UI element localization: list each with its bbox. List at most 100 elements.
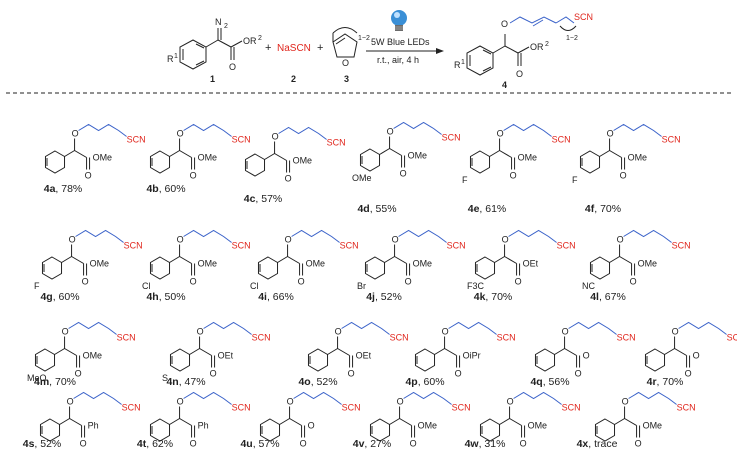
bond xyxy=(389,148,402,156)
ether-oxygen: O xyxy=(72,129,79,139)
bond xyxy=(289,418,302,426)
linker-chain xyxy=(393,121,442,135)
compound-label-4f: 4f, 70% xyxy=(585,203,621,215)
compound-id: 4m xyxy=(33,376,50,388)
compound-id: 4u xyxy=(240,438,253,450)
bond xyxy=(59,418,70,425)
compound-id: 4r xyxy=(646,376,657,388)
thiocyanate-label: SCN xyxy=(617,333,636,343)
ester-group: OMe xyxy=(83,351,103,361)
benzene-ring xyxy=(244,153,266,177)
compound-id: 4d xyxy=(357,203,370,215)
thiocyanate-label: SCN xyxy=(390,333,409,343)
ether-oxygen: O xyxy=(607,129,614,139)
benzene-ring xyxy=(479,418,501,442)
bond xyxy=(179,256,192,264)
bond xyxy=(274,153,287,161)
compound-label-4t: 4t, 62% xyxy=(137,438,173,450)
compound-yield: , 57% xyxy=(255,193,283,205)
bond xyxy=(609,256,620,263)
linker-chain xyxy=(293,391,342,405)
linker-chain xyxy=(73,391,122,405)
product-4-r1: R xyxy=(454,60,461,70)
compound-label-4u: 4u, 57% xyxy=(240,438,279,450)
ether-oxygen: O xyxy=(562,327,569,337)
compound-yield: , 52% xyxy=(310,376,338,388)
ester-group: Ph xyxy=(198,421,209,431)
compound-id: 4i xyxy=(258,291,267,303)
bond xyxy=(199,348,212,356)
carbonyl-oxygen: O xyxy=(630,277,637,287)
carbonyl-oxygen: O xyxy=(510,171,517,181)
compound-yield: , 56% xyxy=(542,376,570,388)
benzene-ring xyxy=(579,150,601,174)
bond xyxy=(554,348,565,355)
thiocyanate-label: SCN xyxy=(672,241,691,251)
compound-id: 4b xyxy=(146,183,159,195)
bond xyxy=(444,348,457,356)
benzene-ring xyxy=(149,256,171,280)
benzene-ring xyxy=(34,348,56,372)
bond xyxy=(564,348,577,356)
ether-oxygen: O xyxy=(497,129,504,139)
compound-label-4l: 4l, 67% xyxy=(590,291,626,303)
bond xyxy=(504,256,517,264)
carbonyl-oxygen: O xyxy=(300,439,307,449)
bond xyxy=(327,348,338,355)
benzene-ring xyxy=(534,348,556,372)
reagent-2-nascn: NaSCN xyxy=(277,43,311,54)
bond xyxy=(61,256,72,263)
reagent-3-structure xyxy=(332,27,358,58)
compound-label-4c: 4c, 57% xyxy=(244,193,283,205)
compound-id: 4w xyxy=(464,438,479,450)
ester-group: OMe xyxy=(198,259,218,269)
benzene-ring xyxy=(369,418,391,442)
compound-yield: , 60% xyxy=(52,291,80,303)
compound-label-4n: 4n, 47% xyxy=(166,376,205,388)
thiocyanate-label: SCN xyxy=(557,241,576,251)
bond xyxy=(169,256,180,263)
thiocyanate-label: SCN xyxy=(340,241,359,251)
ester-group: OMe xyxy=(518,153,538,163)
thiocyanate-label: SCN xyxy=(342,403,361,413)
ring-substituent: F xyxy=(462,175,468,185)
carbonyl-oxygen: O xyxy=(575,369,582,379)
linker-chain xyxy=(203,321,252,335)
compound-yield: , 52% xyxy=(34,438,62,450)
compound-id: 4e xyxy=(467,203,480,215)
bond xyxy=(279,418,290,425)
linker-chain xyxy=(403,391,452,405)
reagent-2-label: 2 xyxy=(291,74,296,84)
carbonyl-oxygen: O xyxy=(405,277,412,287)
bond xyxy=(489,150,500,157)
compound-yield: , 70% xyxy=(594,203,622,215)
benzene-ring xyxy=(307,348,329,372)
ester-group: O xyxy=(693,351,700,361)
thiocyanate-label: SCN xyxy=(232,403,251,413)
bond xyxy=(69,418,82,426)
thiocyanate-label: SCN xyxy=(677,403,696,413)
reagent-1-structure xyxy=(179,28,243,70)
ester-group: OMe xyxy=(306,259,326,269)
carbonyl-oxygen: O xyxy=(190,277,197,287)
benzene-ring xyxy=(169,348,191,372)
compound-id: 4n xyxy=(166,376,179,388)
bond xyxy=(394,256,407,264)
compound-yield: , 60% xyxy=(417,376,445,388)
compound-yield: , 67% xyxy=(598,291,626,303)
linker-chain xyxy=(568,321,617,335)
reagent-1-or2: OR xyxy=(243,36,257,46)
ester-group: OMe xyxy=(198,153,218,163)
arrow-condition-bottom: r.t., air, 4 h xyxy=(377,55,419,65)
